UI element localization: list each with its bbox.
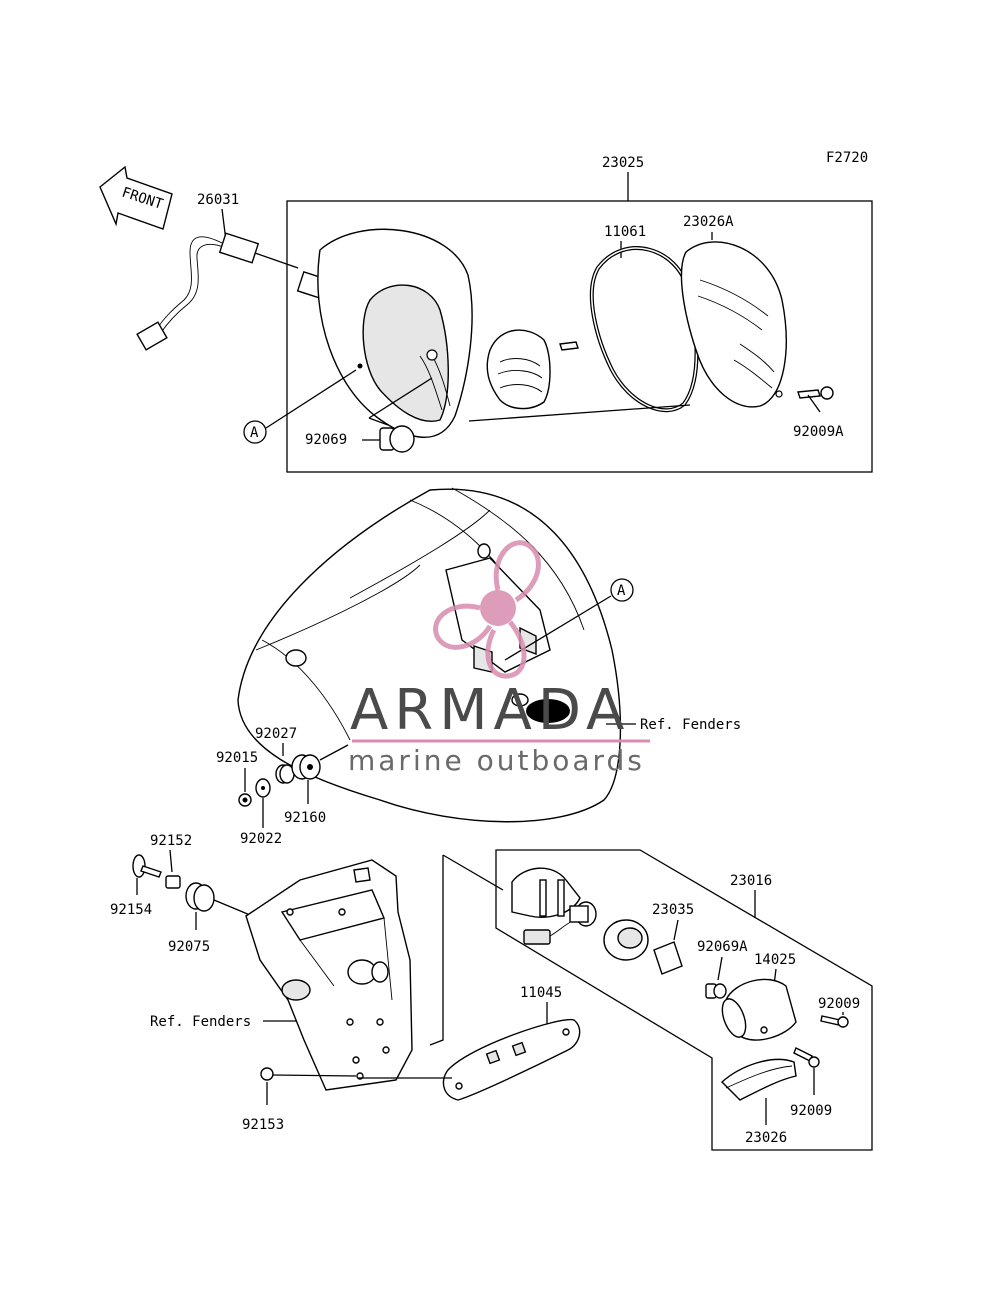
lamp-reflector: [486, 329, 551, 410]
part-label-14025: 14025: [754, 952, 796, 968]
bolt-92153: [260, 1067, 357, 1081]
front-arrow-icon: FRONT: [99, 165, 173, 230]
grommet-92160: [291, 754, 321, 780]
svg-text:A: A: [250, 425, 259, 441]
bolt-92154: [132, 854, 162, 878]
part-label-92022: 92022: [240, 831, 282, 847]
part-label-11045: 11045: [520, 985, 562, 1001]
screw-92009-upper: [820, 1015, 849, 1028]
screw-92009A: [797, 386, 834, 400]
washer-92022: [255, 778, 271, 798]
ref-fenders-middle: Ref. Fenders: [640, 717, 741, 733]
part-label-92153: 92153: [242, 1117, 284, 1133]
collar-92027: [275, 764, 295, 784]
callout-a-top: A: [243, 369, 357, 444]
figure-code: F2720: [826, 150, 868, 166]
screw-92009-lower: [793, 1047, 820, 1068]
part-label-23035: 23035: [652, 902, 694, 918]
part-label-11061: 11061: [604, 224, 646, 240]
lamp-housing: [317, 228, 473, 438]
grommet-92075: [185, 882, 251, 916]
lamp-holder-23035: [603, 919, 683, 975]
part-label-92160: 92160: [284, 810, 326, 826]
lamp-lens-23026A: [680, 241, 787, 408]
part-label-92069A: 92069A: [697, 939, 748, 955]
part-label-92152: 92152: [150, 833, 192, 849]
lamp-lens-23026: [720, 1058, 797, 1101]
license-bracket: [245, 859, 413, 1091]
part-label-26031: 26031: [197, 192, 239, 208]
part-label-92009-upper: 92009: [818, 996, 860, 1012]
bulb-socket: [569, 901, 597, 927]
lamp-base-bracket: [511, 867, 581, 945]
part-label-92009A: 92009A: [793, 424, 844, 440]
part-label-92075: 92075: [168, 939, 210, 955]
bulb-92069A: [705, 983, 727, 999]
nut-92015: [238, 793, 252, 807]
assembly-box-23016: [495, 849, 873, 1151]
part-label-23026: 23026: [745, 1130, 787, 1146]
part-label-92027: 92027: [255, 726, 297, 742]
assembly-box-23025: [286, 200, 873, 473]
watermark-brand: ARMADA: [350, 678, 630, 743]
part-label-23016: 23016: [730, 873, 772, 889]
part-label-23025: 23025: [602, 155, 644, 171]
part-label-92154: 92154: [110, 902, 152, 918]
wire-harness-26031: [136, 232, 334, 351]
screw-small: [559, 341, 579, 351]
bulb-92069: [379, 425, 415, 453]
svg-text:A: A: [617, 583, 626, 599]
part-label-23026A: 23026A: [683, 214, 734, 230]
part-label-92069: 92069: [305, 432, 347, 448]
license-plate-bracket-11045: [442, 1018, 581, 1101]
lamp-cover-14025: [721, 978, 797, 1041]
callout-a-middle: A: [504, 578, 634, 661]
lens-gasket-11061: [589, 246, 699, 413]
ref-fenders-bottom: Ref. Fenders: [150, 1014, 251, 1030]
part-label-92015: 92015: [216, 750, 258, 766]
part-label-92009-lower: 92009: [790, 1103, 832, 1119]
collar-92152: [165, 875, 181, 889]
watermark-logo: [433, 540, 541, 679]
watermark-tagline: marine outboards: [348, 744, 645, 777]
